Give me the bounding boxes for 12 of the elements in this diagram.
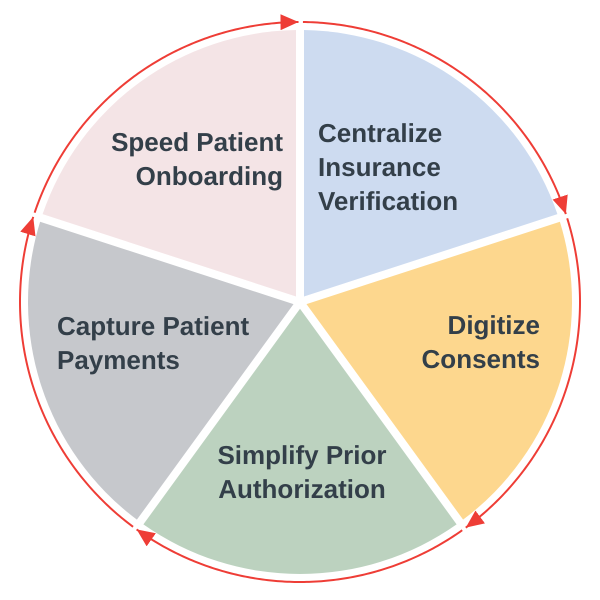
pie-segment bbox=[42, 30, 296, 297]
segment-label: Speed Patient Onboarding bbox=[110, 126, 283, 193]
cycle-arrow bbox=[136, 528, 463, 583]
segment-label: Digitize Consents bbox=[420, 309, 540, 376]
cycle-arrow bbox=[19, 216, 134, 528]
pie-segment bbox=[304, 30, 558, 297]
segment-label: Capture Patient Payments bbox=[57, 310, 250, 377]
cycle-arrow bbox=[34, 14, 299, 214]
segment-label: Simplify Prior Authorization bbox=[216, 439, 388, 506]
cycle-arrow bbox=[465, 218, 581, 528]
cycle-arrow bbox=[302, 21, 568, 214]
segment-label: Centralize Insurance Verification bbox=[318, 117, 460, 218]
